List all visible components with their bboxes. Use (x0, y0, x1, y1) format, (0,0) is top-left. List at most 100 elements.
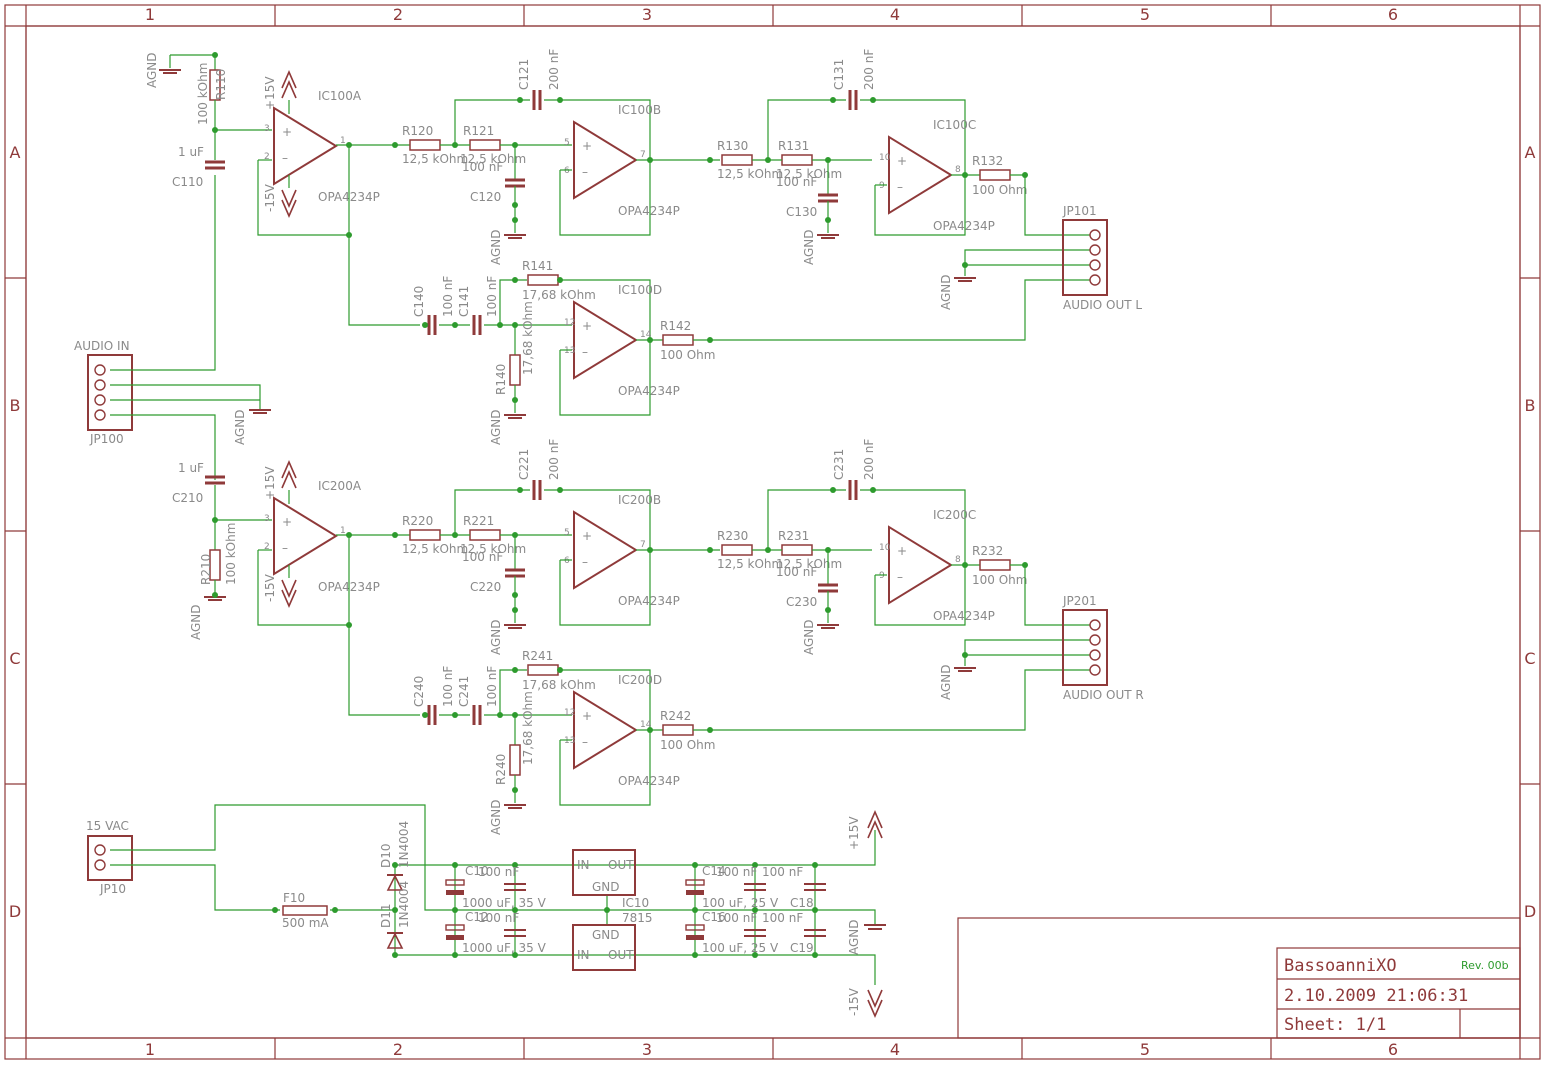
c15-value: 100 nF (716, 865, 757, 879)
reg1-out: OUT (608, 858, 634, 872)
grid-col-2-top: 2 (393, 5, 403, 24)
c12-value: 1000 uF, 35 V (462, 941, 547, 955)
svg-text:C240: C240 (412, 676, 426, 707)
svg-text:C130: C130 (786, 205, 817, 219)
connector-jp201: JP201 AUDIO OUT R (1062, 594, 1144, 702)
svg-text:R141: R141 (522, 259, 553, 273)
svg-text:100 nF: 100 nF (485, 666, 499, 707)
c11-value: 100 nF (478, 865, 519, 879)
title-block: BassoanniXO Rev. 00b 2.10.2009 21:06:31 … (957, 917, 1521, 1039)
svg-text:7: 7 (640, 150, 646, 160)
svg-text:200 nF: 200 nF (862, 439, 876, 480)
svg-text:–: – (582, 735, 588, 749)
svg-text:1: 1 (340, 526, 346, 536)
svg-text:C241: C241 (457, 676, 471, 707)
svg-text:OPA4234P: OPA4234P (618, 204, 680, 218)
svg-text:AGND: AGND (489, 229, 503, 265)
svg-text:AGND: AGND (939, 274, 953, 310)
svg-text:+: + (897, 544, 907, 558)
jp201-name: JP201 (1062, 594, 1097, 608)
svg-text:+15V: +15V (263, 76, 277, 110)
c16-name: C16 (702, 910, 726, 924)
grid-row-d-right: D (1524, 902, 1536, 921)
d11-value: 1N4004 (397, 881, 411, 928)
svg-text:100 nF: 100 nF (776, 565, 817, 579)
svg-text:14: 14 (640, 330, 652, 340)
svg-text:6: 6 (564, 556, 570, 566)
svg-text:–: – (897, 570, 903, 584)
jp101-name: JP101 (1062, 204, 1097, 218)
svg-text:–: – (282, 151, 288, 165)
grid-col-4-bottom: 4 (890, 1040, 900, 1059)
reg-name: IC10 (622, 896, 649, 910)
svg-text:C110: C110 (172, 175, 203, 189)
svg-text:R142: R142 (660, 319, 691, 333)
grid-col-5-bottom: 5 (1140, 1040, 1150, 1059)
reg-part: 7815 (622, 911, 653, 925)
svg-text:+15V: +15V (263, 466, 277, 500)
svg-text:6: 6 (564, 166, 570, 176)
c10-value: 1000 uF, 35 V (462, 896, 547, 910)
jp101-value: AUDIO OUT L (1063, 298, 1142, 312)
svg-text:AGND: AGND (189, 604, 203, 640)
svg-text:2: 2 (264, 152, 270, 162)
svg-text:AGND: AGND (489, 619, 503, 655)
svg-text:C120: C120 (470, 190, 501, 204)
svg-text:100 nF: 100 nF (485, 276, 499, 317)
connector-jp100: AUDIO IN JP100 (74, 339, 133, 446)
svg-text:R241: R241 (522, 649, 553, 663)
svg-text:12,5 kOhm: 12,5 kOhm (717, 167, 783, 181)
svg-text:12,5 kOhm: 12,5 kOhm (460, 542, 526, 556)
svg-text:12,5 kOhm: 12,5 kOhm (776, 557, 842, 571)
svg-text:100 nF: 100 nF (441, 666, 455, 707)
svg-text:100 Ohm: 100 Ohm (660, 348, 715, 362)
d10-name: D10 (379, 843, 393, 868)
c14-name: C14 (702, 864, 726, 878)
reg2-gnd: GND (592, 928, 620, 942)
svg-text:C210: C210 (172, 491, 203, 505)
svg-text:12,5 kOhm: 12,5 kOhm (460, 152, 526, 166)
grid-col-1-bottom: 1 (145, 1040, 155, 1059)
supply-plus15: +15V (847, 816, 861, 850)
reg1-gnd: GND (592, 880, 620, 894)
c18-name: C18 (790, 896, 814, 910)
reg2-out: OUT (608, 948, 634, 962)
svg-text:–: – (282, 541, 288, 555)
f10-value: 500 mA (282, 916, 329, 930)
supply-minus15: -15V (847, 987, 861, 1016)
svg-text:–: – (582, 165, 588, 179)
svg-text:IC100A: IC100A (318, 89, 362, 103)
c10-name: C10 (465, 864, 489, 878)
svg-text:IC200A: IC200A (318, 479, 362, 493)
grid-column-labels: 1 2 3 4 5 6 1 2 3 4 5 6 (145, 5, 1398, 1059)
power-supply: 15 VAC JP10 (86, 804, 886, 1018)
grid-col-5-top: 5 (1140, 5, 1150, 24)
svg-text:R242: R242 (660, 709, 691, 723)
svg-text:+: + (282, 125, 292, 139)
svg-text:–: – (582, 345, 588, 359)
svg-text:IC100C: IC100C (933, 118, 976, 132)
svg-text:13: 13 (564, 736, 575, 746)
svg-text:IC100D: IC100D (618, 283, 662, 297)
svg-text:12,5 kOhm: 12,5 kOhm (776, 167, 842, 181)
audio-in-wires (110, 175, 261, 480)
svg-text:C141: C141 (457, 286, 471, 317)
svg-text:7: 7 (640, 540, 646, 550)
svg-text:+: + (582, 529, 592, 543)
grid-col-6-bottom: 6 (1388, 1040, 1398, 1059)
svg-text:200 nF: 200 nF (862, 49, 876, 90)
svg-text:5: 5 (564, 528, 570, 538)
svg-text:+: + (282, 515, 292, 529)
svg-text:100 Ohm: 100 Ohm (972, 573, 1027, 587)
svg-text:R221: R221 (463, 514, 494, 528)
svg-text:12,5 kOhm: 12,5 kOhm (717, 557, 783, 571)
svg-text:100 Ohm: 100 Ohm (972, 183, 1027, 197)
svg-text:-15V: -15V (263, 573, 277, 602)
svg-text:12,5 kOhm: 12,5 kOhm (402, 152, 468, 166)
svg-text:IC100B: IC100B (618, 103, 661, 117)
svg-text:1 uF: 1 uF (178, 145, 204, 159)
svg-text:17,68 kOhm: 17,68 kOhm (522, 678, 596, 692)
svg-text:3: 3 (264, 124, 270, 134)
